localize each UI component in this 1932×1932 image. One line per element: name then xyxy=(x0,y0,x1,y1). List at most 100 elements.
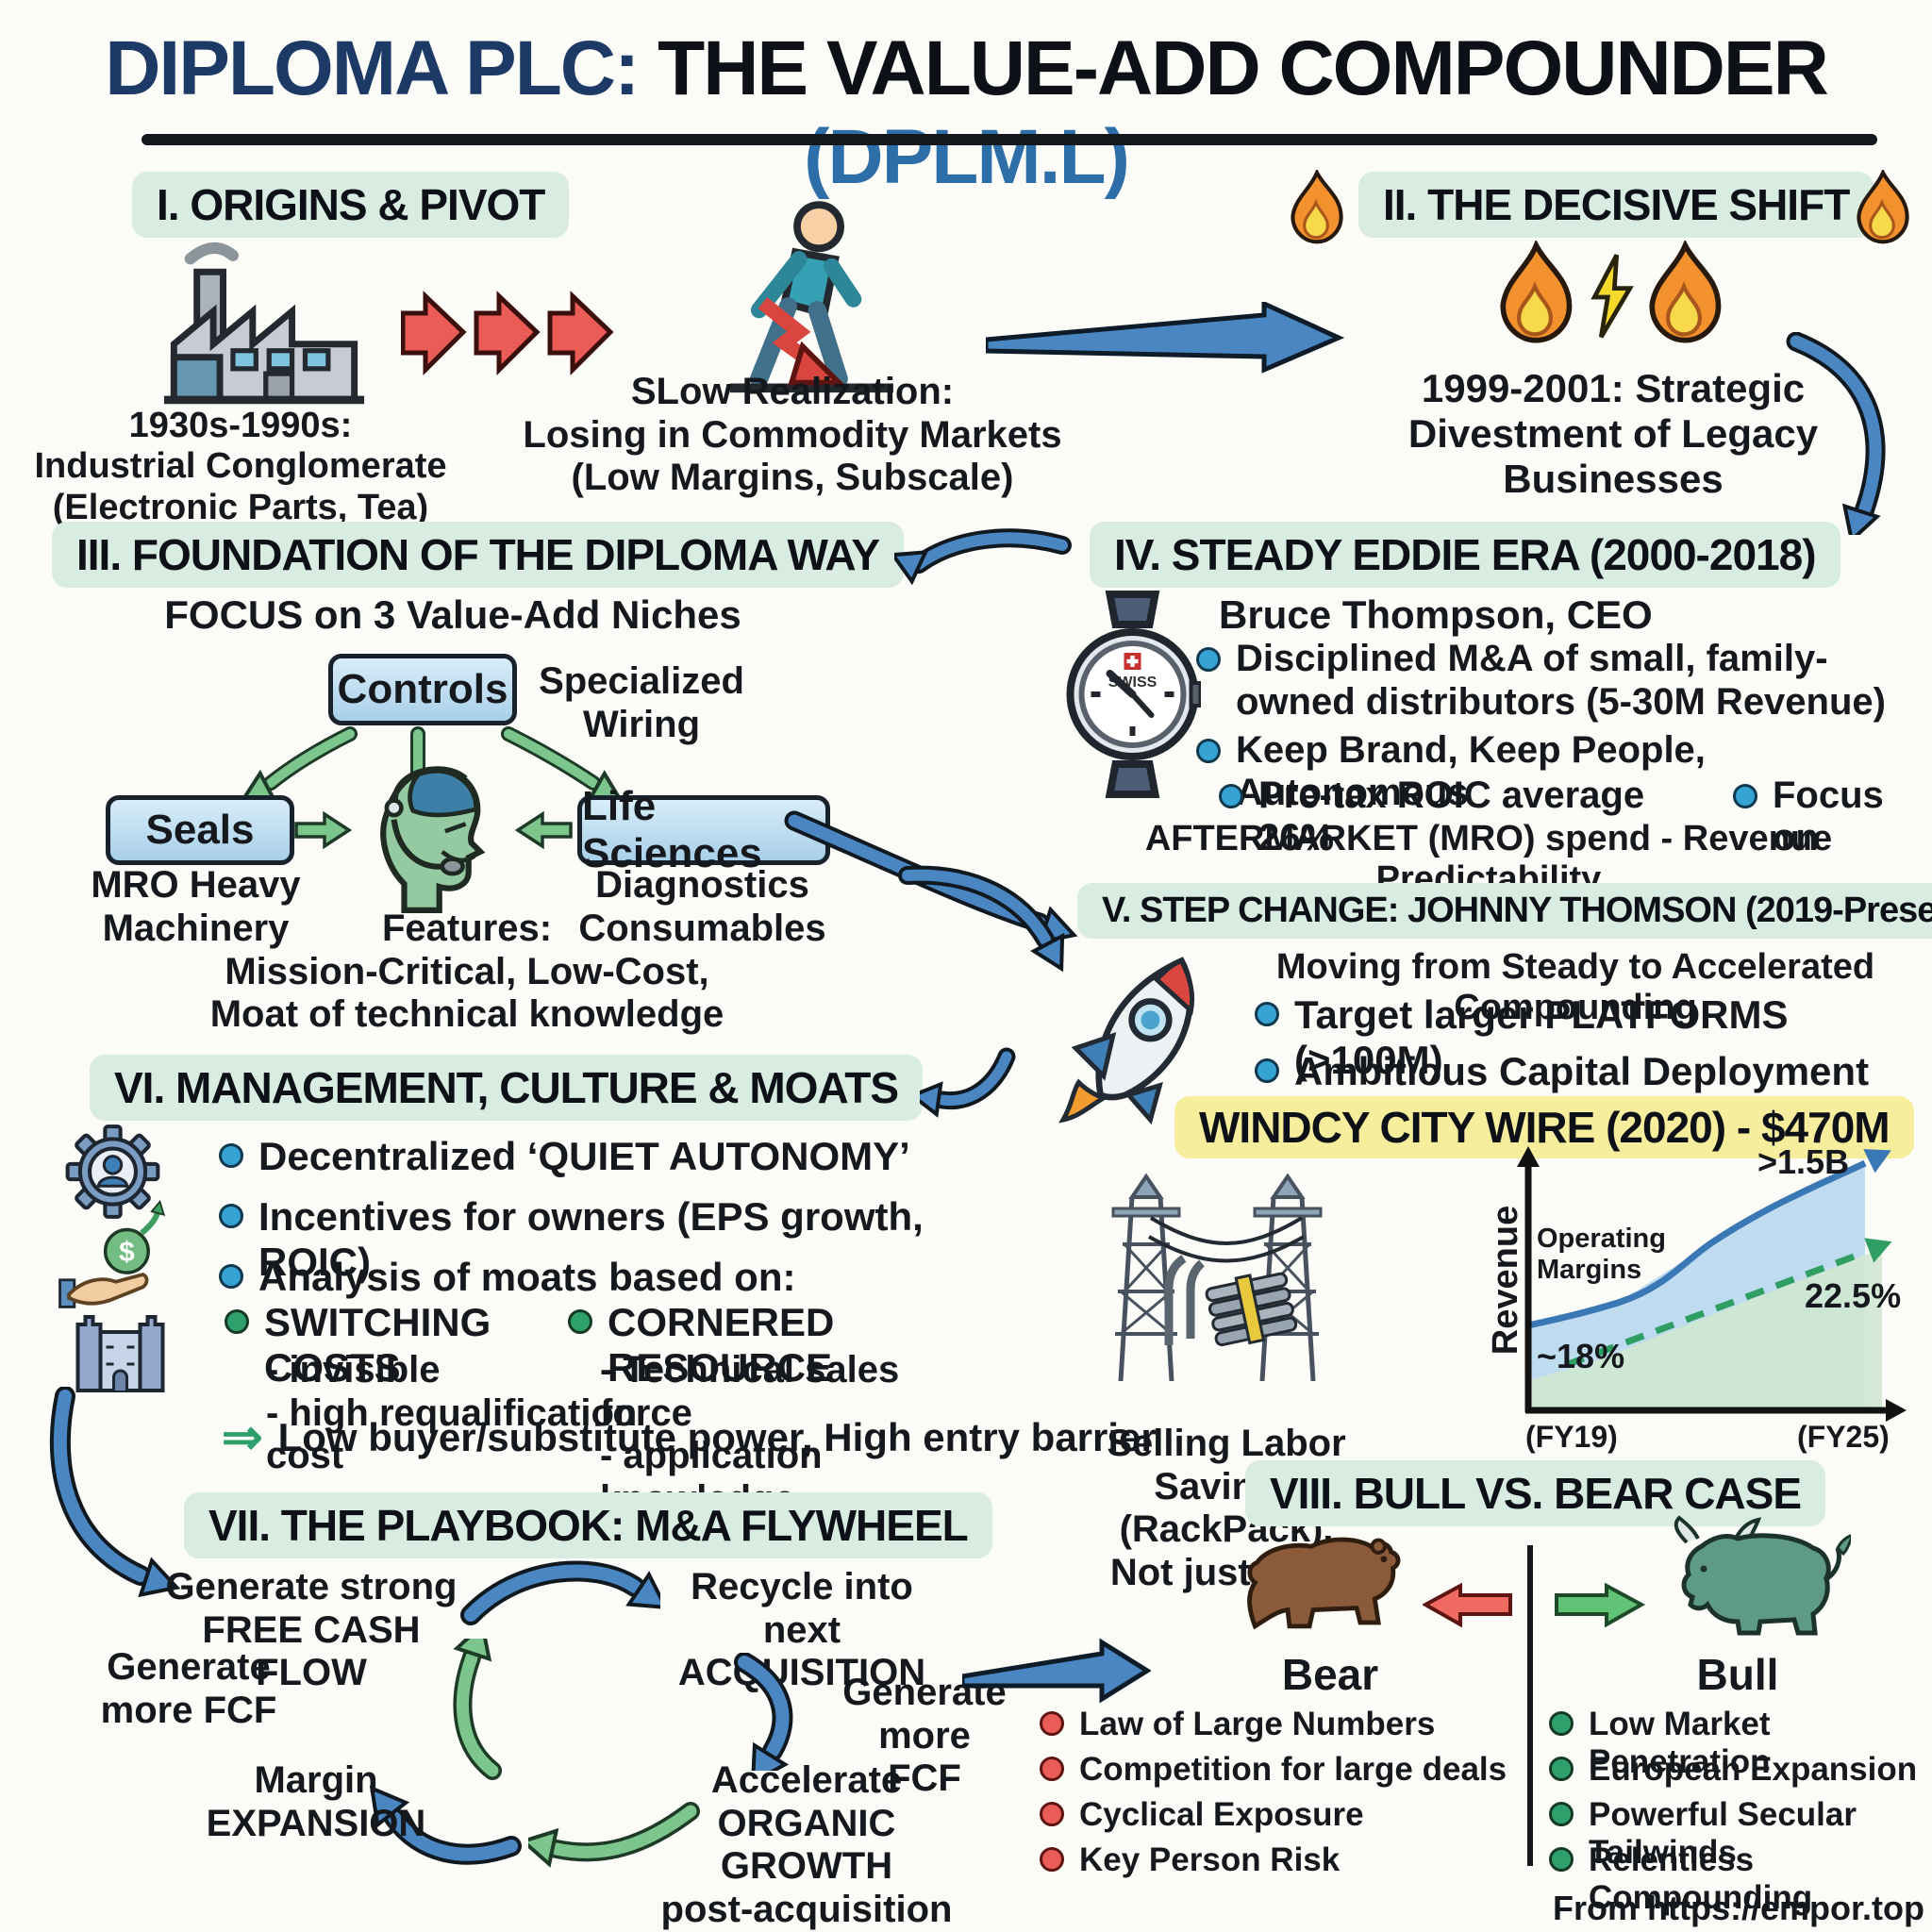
chart-margin-start-label: ~18% xyxy=(1537,1337,1625,1375)
bear-item-text: Key Person Risk xyxy=(1079,1841,1341,1878)
factory-caption: 1930s-1990s: Industrial Conglomerate (El… xyxy=(34,406,447,527)
s4-bullet-2: Keep Brand, Keep People, Autonomous xyxy=(1196,729,1932,814)
bull-item: Powerful Secular Tailwinds xyxy=(1549,1796,1926,1872)
flywheel-arrow-top xyxy=(460,1560,660,1625)
bull-item-text: European Expansion xyxy=(1589,1751,1918,1788)
bullet-dot xyxy=(1196,647,1221,672)
chart-xtick-fy25: (FY25) xyxy=(1797,1420,1890,1454)
pylons-cable-icon xyxy=(1111,1173,1323,1382)
bullet-dot xyxy=(1040,1802,1064,1826)
node-life-sciences: Life Sciences xyxy=(577,783,830,876)
section-7-header: VII. THE PLAYBOOK: M&A FLYWHEEL xyxy=(184,1492,992,1558)
s5-bullet-1-text: Target larger PLATFORMS (>100M) xyxy=(1294,992,1789,1082)
divestment-text: 1999-2001: Strategic Divestment of Legac… xyxy=(1407,366,1819,501)
s6-col2-title: CORNERED RESOURCE xyxy=(608,1300,835,1390)
s6-conclusion-text: Low buyer/substitute power, High entry b… xyxy=(277,1415,1157,1459)
bull-item: Low Market Penetration xyxy=(1549,1706,1926,1781)
bear-item: Key Person Risk xyxy=(1040,1841,1516,1879)
s4-bullet-3: Pre-tax ROIC average 26% Focus on xyxy=(1219,774,1932,859)
s5-bullet-2: Ambitious Capital Deployment xyxy=(1255,1049,1924,1094)
green-arrow-down-right xyxy=(501,726,624,801)
bullet-dot xyxy=(1040,1711,1064,1736)
life-caption: Diagnostics Consumables xyxy=(578,864,826,949)
s6-col1-title: SWITCHING COSTS xyxy=(264,1300,491,1390)
bullet-dot xyxy=(1219,784,1243,808)
bear-item: Cyclical Exposure xyxy=(1040,1796,1516,1834)
s6-bullet-2: Incentives for owners (EPS growth, ROIC) xyxy=(219,1194,974,1285)
bullet-dot xyxy=(1255,1058,1279,1083)
factory-icon xyxy=(163,242,365,405)
castle-moat-icon xyxy=(75,1315,165,1392)
s6-bullet-3-text: Analysis of moats based on: xyxy=(258,1255,796,1299)
source-footer: From https://empor.top xyxy=(1553,1889,1924,1927)
s6-col2-items: - Technical sales force - application kn… xyxy=(600,1349,900,1520)
node-controls: Controls xyxy=(328,654,517,725)
flywheel-arrow-right xyxy=(734,1653,793,1771)
flywheel-node-margin: Margin EXPANSION xyxy=(206,1759,426,1844)
bullet-dot xyxy=(1196,739,1221,763)
flywheel-node-fcf-left: Generate more FCF xyxy=(100,1646,277,1731)
bullet-dot xyxy=(1732,784,1757,808)
bullet-dot xyxy=(1040,1757,1064,1781)
bull-label: Bull xyxy=(1696,1650,1779,1699)
bear-item: Law of Large Numbers xyxy=(1040,1706,1516,1743)
s4-bullet-3a-text: Pre-tax ROIC average 26% xyxy=(1258,774,1645,858)
bullet-dot xyxy=(219,1264,243,1289)
bear-icon xyxy=(1247,1537,1401,1630)
section-1-header: I. ORIGINS & PIVOT xyxy=(132,172,570,238)
s6-col2-title-row: CORNERED RESOURCE xyxy=(568,1300,974,1391)
s6-bullet-1-text: Decentralized ‘QUIET AUTONOMY’ xyxy=(258,1134,910,1178)
fire-icon xyxy=(1291,170,1343,244)
bull-bear-divider xyxy=(1527,1545,1533,1866)
title-company: DIPLOMA PLC: xyxy=(105,25,640,111)
bull-item-text: Low Market Penetration xyxy=(1589,1706,1771,1780)
bear-label: Bear xyxy=(1281,1650,1379,1699)
arrow-to-section-7 xyxy=(49,1387,181,1598)
s5-bullet-2-text: Ambitious Capital Deployment xyxy=(1294,1049,1870,1093)
bullet-dot xyxy=(1255,1002,1279,1026)
seals-caption: MRO Heavy Machinery xyxy=(91,864,301,949)
green-arrow-right xyxy=(1555,1583,1645,1627)
fire-icon xyxy=(1857,170,1909,244)
bear-item: Competition for large deals xyxy=(1040,1751,1516,1789)
bull-icon xyxy=(1674,1515,1851,1636)
s6-bullet-2-text: Incentives for owners (EPS growth, ROIC) xyxy=(258,1194,924,1284)
money-growth-icon: $ xyxy=(103,1200,166,1274)
chart-revenue-end-label: >1.5B xyxy=(1757,1142,1850,1181)
bullet-dot xyxy=(1549,1711,1574,1736)
arrow-to-section-3 xyxy=(894,528,1072,586)
chart-margin-end-label: 22.5% xyxy=(1805,1276,1902,1315)
hand-icon xyxy=(58,1273,149,1308)
chart-ylabel: Revenue xyxy=(1486,1205,1525,1356)
node-seals: Seals xyxy=(106,795,294,865)
s5-bullet-1: Target larger PLATFORMS (>100M) xyxy=(1255,992,1924,1083)
s4-bullet-3b-text: Focus on xyxy=(1772,774,1884,858)
section-6-header: VI. MANAGEMENT, CULTURE & MOATS xyxy=(90,1055,924,1121)
red-arrow-left xyxy=(1423,1583,1512,1627)
s4-bullet-1: Disciplined M&A of small, family- owned … xyxy=(1196,638,1923,724)
section-3-header: III. FOUNDATION OF THE DIPLOMA WAY xyxy=(52,522,905,588)
arrow-to-section-2 xyxy=(986,302,1344,374)
chart-plot xyxy=(1517,1146,1907,1422)
ceo-name: Bruce Thompson, CEO xyxy=(1219,592,1653,637)
swiss-watch-icon: SWISS xyxy=(1066,591,1201,798)
arrow-to-section-4 xyxy=(1786,332,1886,535)
gear-person-icon xyxy=(65,1124,160,1219)
lightning-icon xyxy=(1591,254,1634,339)
revenue-margin-chart: Revenue Operating Margins >1.5B 22.5% ~1… xyxy=(1476,1137,1920,1467)
bear-item-text: Law of Large Numbers xyxy=(1079,1706,1436,1742)
s4-bullet-2-text: Keep Brand, Keep People, Autonomous xyxy=(1236,729,1706,813)
arrow-into-section-5 xyxy=(898,865,1065,972)
head-headset-icon xyxy=(380,766,486,913)
bullet-dot xyxy=(1549,1802,1574,1826)
green-arrow-right xyxy=(294,811,353,849)
arrow-to-section-8 xyxy=(962,1638,1151,1703)
bear-item-text: Cyclical Exposure xyxy=(1079,1796,1364,1833)
person-falling-chart-icon xyxy=(729,201,893,393)
fire-icon xyxy=(1649,241,1722,343)
flywheel-arrow-bottom-green xyxy=(528,1802,700,1868)
s6-bullet-1: Decentralized ‘QUIET AUTONOMY’ xyxy=(219,1134,974,1179)
section-4-header: IV. STEADY EDDIE ERA (2000-2018) xyxy=(1090,522,1840,588)
green-arrow-left xyxy=(514,811,573,849)
